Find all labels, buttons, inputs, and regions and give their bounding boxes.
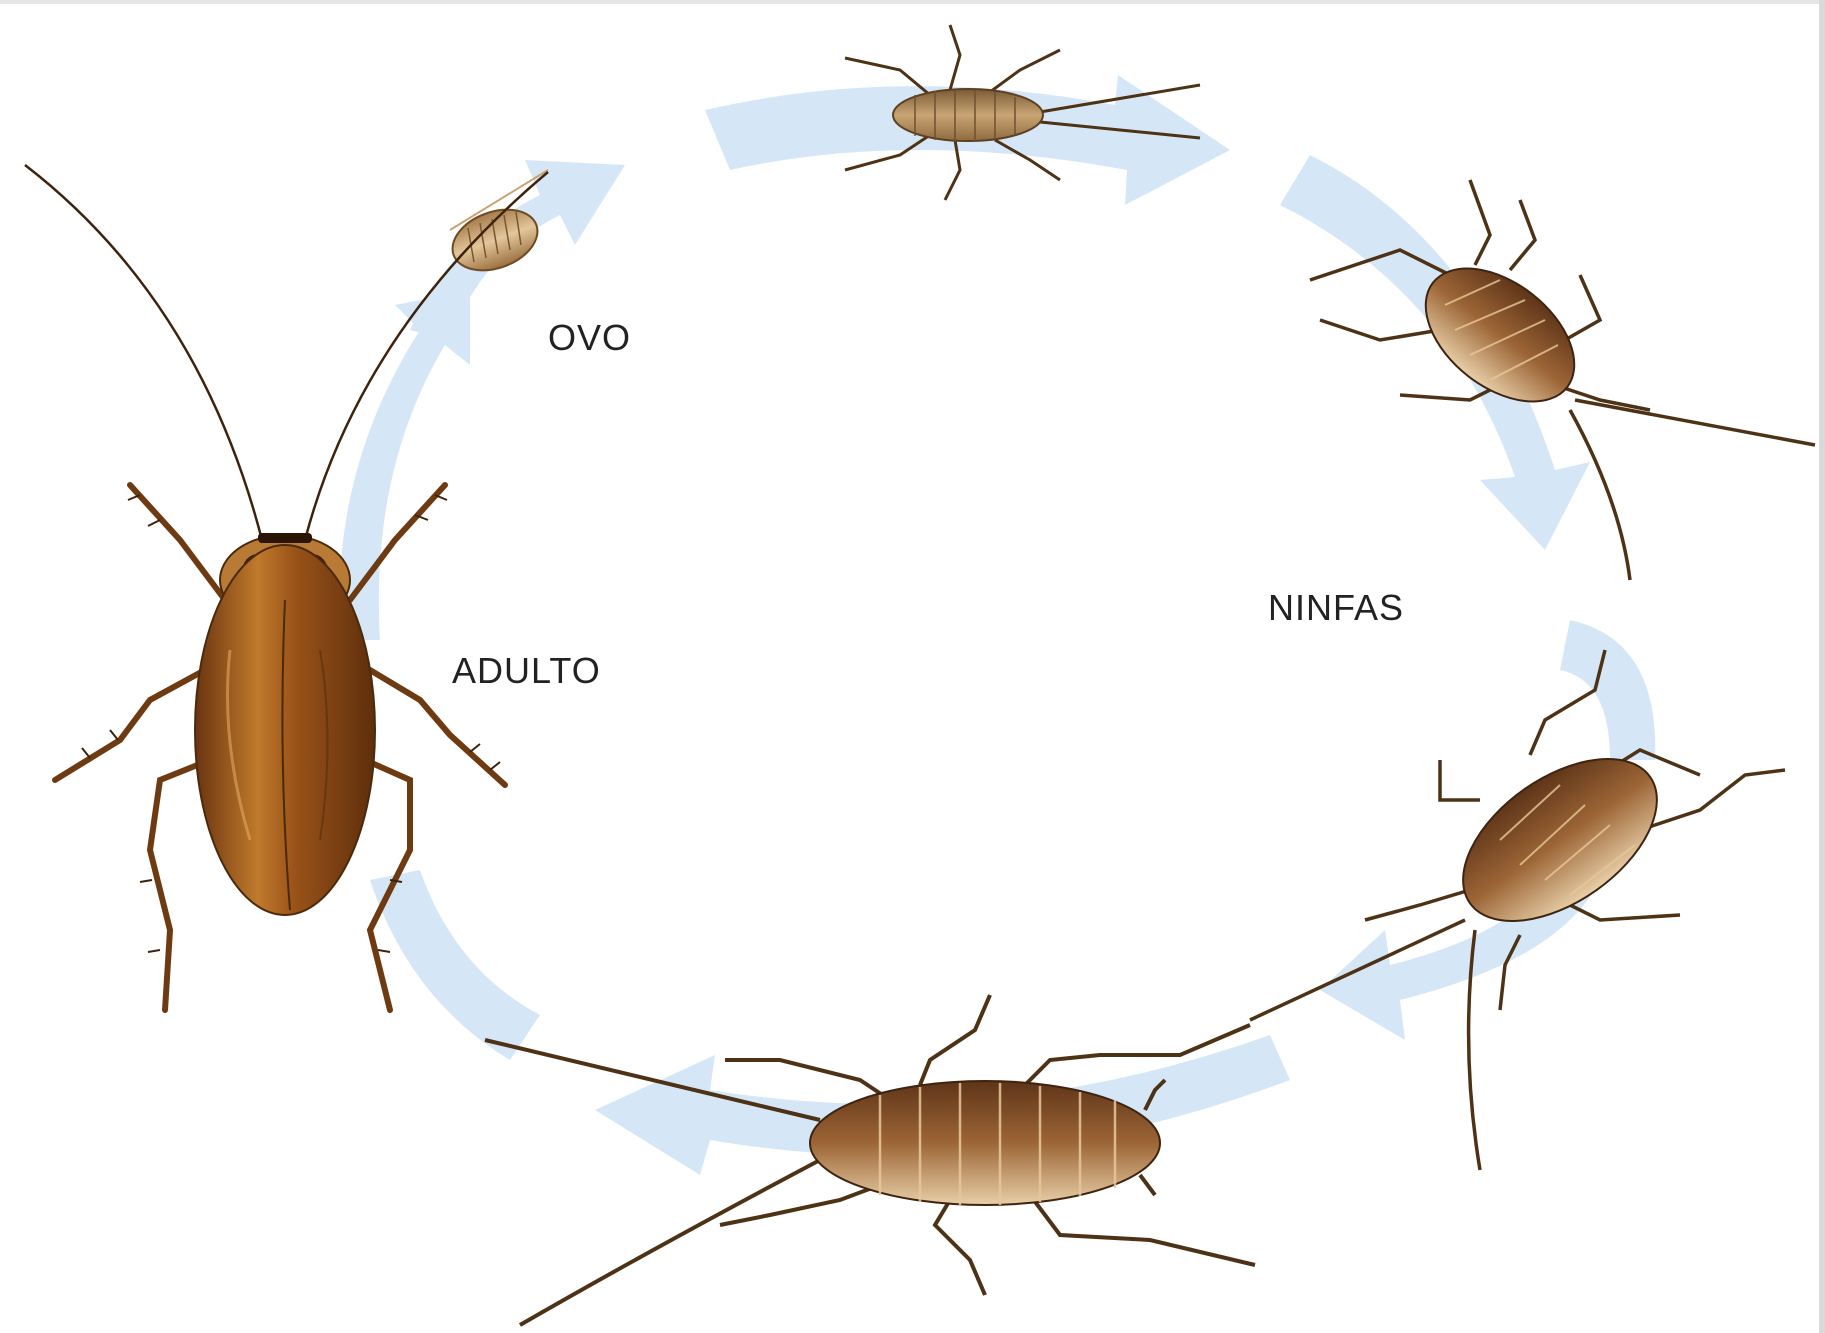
label-nymphs: NINFAS — [1268, 587, 1404, 628]
cockroach-nymph-icon — [1250, 650, 1785, 1170]
label-egg: OVO — [548, 317, 631, 358]
arrow-right-side — [1560, 620, 1655, 760]
cockroach-nymph-icon — [485, 995, 1255, 1325]
label-adult: ADULTO — [452, 650, 601, 691]
arrow-bottom-left — [370, 870, 540, 1060]
